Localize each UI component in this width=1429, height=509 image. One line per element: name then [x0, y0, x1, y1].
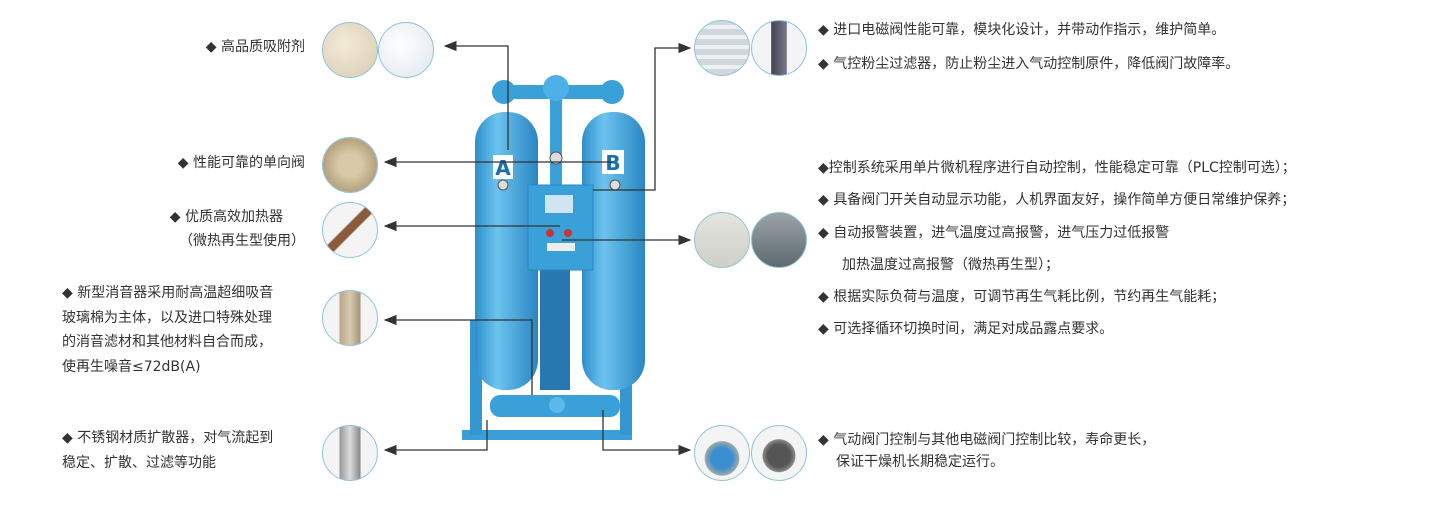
feature-heater-note: （微热再生型使用） — [179, 233, 305, 249]
feature-regeneration: ◆ 根据实际负荷与温度，可调节再生气耗比例，节约再生气能耗； — [818, 289, 1226, 305]
dryer-machine: A B — [462, 75, 645, 440]
feature-adsorbent: ◆ 高品质吸附剂 — [205, 39, 305, 55]
heater-image — [322, 202, 378, 258]
text-line: 的消音滤材和其他材料自合而成， — [62, 334, 272, 350]
feature-valve-display: ◆ 具备阀门开关自动显示功能，人机界面友好，操作简单方便日常维护保养； — [818, 192, 1296, 208]
feature-alarm: ◆ 自动报警装置，进气温度过高报警，进气压力过低报警 — [818, 225, 1170, 241]
text-line: ◆ 新型消音器采用耐高温超细吸音 — [62, 285, 274, 301]
control-panel-inside-image — [694, 212, 750, 268]
muffler-image — [322, 290, 378, 346]
feature-solenoid-valve: ◆ 进口电磁阀性能可靠，模块化设计，并带动作指示，维护简单。 — [818, 22, 1226, 38]
feature-cycle-time: ◆ 可选择循环切换时间，满足对成品露点要求。 — [818, 321, 1114, 337]
text-line: 使再生噪音≤72dB(A) — [62, 358, 201, 375]
adsorbent-beads-image — [322, 22, 378, 78]
tower-b-label: B — [605, 151, 620, 175]
feature-alarm-cont: 加热温度过高报警（微热再生型）； — [842, 257, 1059, 273]
tower-a-label: A — [495, 156, 511, 180]
feature-dust-filter: ◆ 气控粉尘过滤器，防止粉尘进入气动控制原件，降低阀门故障率。 — [818, 56, 1240, 72]
text-line: 玻璃棉为主体，以及进口特殊处理 — [62, 309, 272, 326]
solenoid-valves-image — [694, 20, 750, 76]
pneumatic-valve-image — [694, 425, 750, 481]
text-line: 稳定、扩散、过滤等功能 — [62, 454, 216, 471]
adsorbent-white-beads-image — [378, 22, 434, 78]
feature-control-system: ◆控制系统采用单片微机程序进行自动控制，性能稳定可靠（PLC控制可选）； — [818, 160, 1296, 176]
control-panel-open-image — [751, 212, 807, 268]
diffuser-image — [322, 425, 378, 481]
feature-pneumatic-valve: ◆ 气动阀门控制与其他电磁阀门控制比较，寿命更长， — [818, 432, 1156, 448]
feature-heater: ◆ 优质高效加热器 — [169, 209, 283, 225]
butterfly-valve-image — [751, 425, 807, 481]
text-line: ◆ 不锈钢材质扩散器，对气流起到 — [62, 430, 274, 446]
feature-pneumatic-valve-cont: 保证干燥机长期稳定运行。 — [836, 454, 1004, 470]
feature-diffuser: ◆ 不锈钢材质扩散器，对气流起到 稳定、扩散、过滤等功能 — [62, 426, 273, 475]
leader-lines — [383, 40, 692, 456]
air-filter-image — [751, 20, 807, 76]
feature-muffler: ◆ 新型消音器采用耐高温超细吸音 玻璃棉为主体，以及进口特殊处理 的消音滤材和其… — [62, 281, 273, 379]
feature-check-valve: ◆ 性能可靠的单向阀 — [177, 155, 305, 171]
check-valve-image — [322, 137, 378, 193]
